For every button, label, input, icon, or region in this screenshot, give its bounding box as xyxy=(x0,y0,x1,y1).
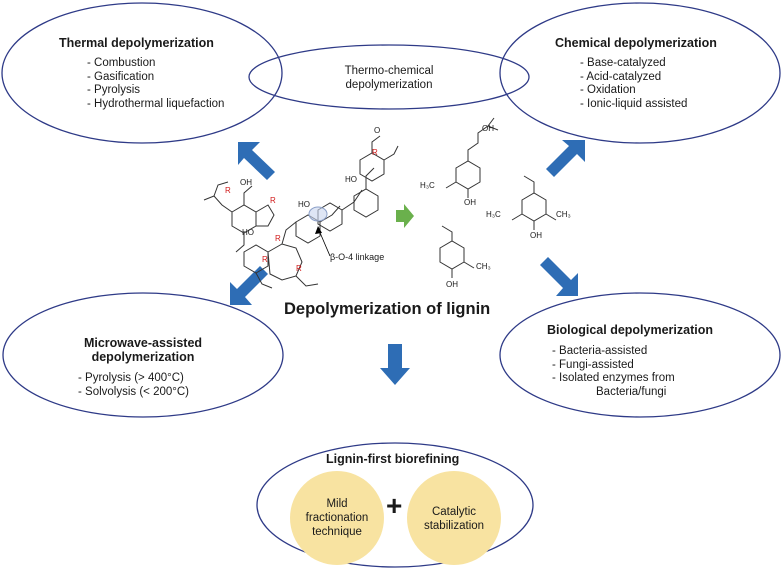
arrow-right-green xyxy=(396,204,414,228)
lignin-structure xyxy=(203,135,399,289)
mild-line: technique xyxy=(312,526,362,538)
arrow-down-right xyxy=(540,257,578,296)
list-item: - Acid-catalyzed xyxy=(580,70,662,83)
list-item: Bacteria/fungi xyxy=(596,385,667,398)
mild-fractionation-circle xyxy=(290,471,384,565)
linkage-label: β-O-4 linkage xyxy=(330,252,385,262)
arrow-up-left xyxy=(238,142,275,180)
oh-label: OH xyxy=(464,198,476,207)
list-item: - Oxidation xyxy=(580,84,636,97)
microwave-title: Microwave-assisted depolymerization xyxy=(63,336,223,364)
arrow-down xyxy=(380,344,410,385)
thermo-chemical-ellipse xyxy=(248,44,530,110)
mild-line: fractionation xyxy=(305,512,369,524)
thermo-chemical-line2: depolymerization xyxy=(345,79,433,91)
biological-list: - Bacteria-assisted - Fungi-assisted - I… xyxy=(552,345,675,399)
ho-label: HO xyxy=(345,175,357,184)
list-item: - Gasification xyxy=(87,70,155,83)
h3c-label: H₃C xyxy=(486,210,501,219)
r-label: R xyxy=(270,196,276,205)
microwave-list: - Pyrolysis (> 400°C) - Solvolysis (< 20… xyxy=(78,372,189,399)
r-label: R xyxy=(262,255,268,264)
thermo-chemical-line1: Thermo-chemical xyxy=(344,65,434,77)
ho-label: HO xyxy=(298,200,310,209)
r-label: R xyxy=(296,264,302,273)
r-label: R xyxy=(275,234,281,243)
microwave-title-line2: depolymerization xyxy=(91,350,195,364)
page-title: Depolymerization of lignin xyxy=(284,300,491,318)
thermal-list: - Combustion - Gasification - Pyrolysis … xyxy=(87,57,224,111)
thermal-ellipse xyxy=(1,2,283,144)
oh-label: OH xyxy=(240,178,252,187)
catalytic-line: Catalytic xyxy=(431,506,477,518)
biological-title: Biological depolymerization xyxy=(547,323,713,337)
list-item: - Bacteria-assisted xyxy=(552,345,648,357)
list-item: - Fungi-assisted xyxy=(552,358,634,371)
monomer-structures xyxy=(439,117,557,278)
catalytic-stabilization-label: Catalytic stabilization xyxy=(407,505,501,533)
chemical-list: - Base-catalyzed - Acid-catalyzed - Oxid… xyxy=(580,57,687,111)
biological-ellipse xyxy=(499,292,781,418)
list-item: - Base-catalyzed xyxy=(580,57,666,69)
lignin-first-ellipse xyxy=(256,442,534,568)
oh-label: OH xyxy=(530,231,542,240)
oh-label: OH xyxy=(482,124,494,133)
list-item: - Pyrolysis (> 400°C) xyxy=(78,372,184,384)
h3c-label: H₃C xyxy=(420,181,435,190)
ch3-label: CH₃ xyxy=(556,210,571,219)
catalytic-line: stabilization xyxy=(423,520,485,532)
thermo-chemical-label: Thermo-chemical depolymerization xyxy=(319,64,459,92)
mild-fractionation-label: Mild fractionation technique xyxy=(290,497,384,539)
chemical-ellipse xyxy=(499,2,781,144)
list-item: - Solvolysis (< 200°C) xyxy=(78,385,190,398)
list-item: - Pyrolysis xyxy=(87,84,141,97)
list-item: - Ionic-liquid assisted xyxy=(580,97,688,110)
r-label: R xyxy=(225,186,231,195)
catalytic-stabilization-circle xyxy=(407,471,501,565)
ho-label: HO xyxy=(242,228,254,237)
arrow-down-left xyxy=(230,266,268,305)
list-item: - Isolated enzymes from xyxy=(552,372,675,385)
microwave-title-line1: Microwave-assisted xyxy=(83,336,203,350)
plus-sign: + xyxy=(386,490,403,521)
ch3-label: CH₃ xyxy=(476,262,491,271)
list-item: - Hydrothermal liquefaction xyxy=(87,97,225,110)
r-label: R xyxy=(372,148,378,157)
arrow-up-right xyxy=(546,140,585,177)
oh-label: OH xyxy=(446,280,458,289)
mild-line: Mild xyxy=(326,498,348,510)
list-item: - Combustion xyxy=(87,57,156,69)
thermal-title: Thermal depolymerization xyxy=(59,36,214,50)
o-label: O xyxy=(374,126,381,135)
lignin-first-title: Lignin-first biorefining xyxy=(326,452,460,466)
microwave-ellipse xyxy=(2,292,284,418)
chemical-title: Chemical depolymerization xyxy=(555,36,717,50)
